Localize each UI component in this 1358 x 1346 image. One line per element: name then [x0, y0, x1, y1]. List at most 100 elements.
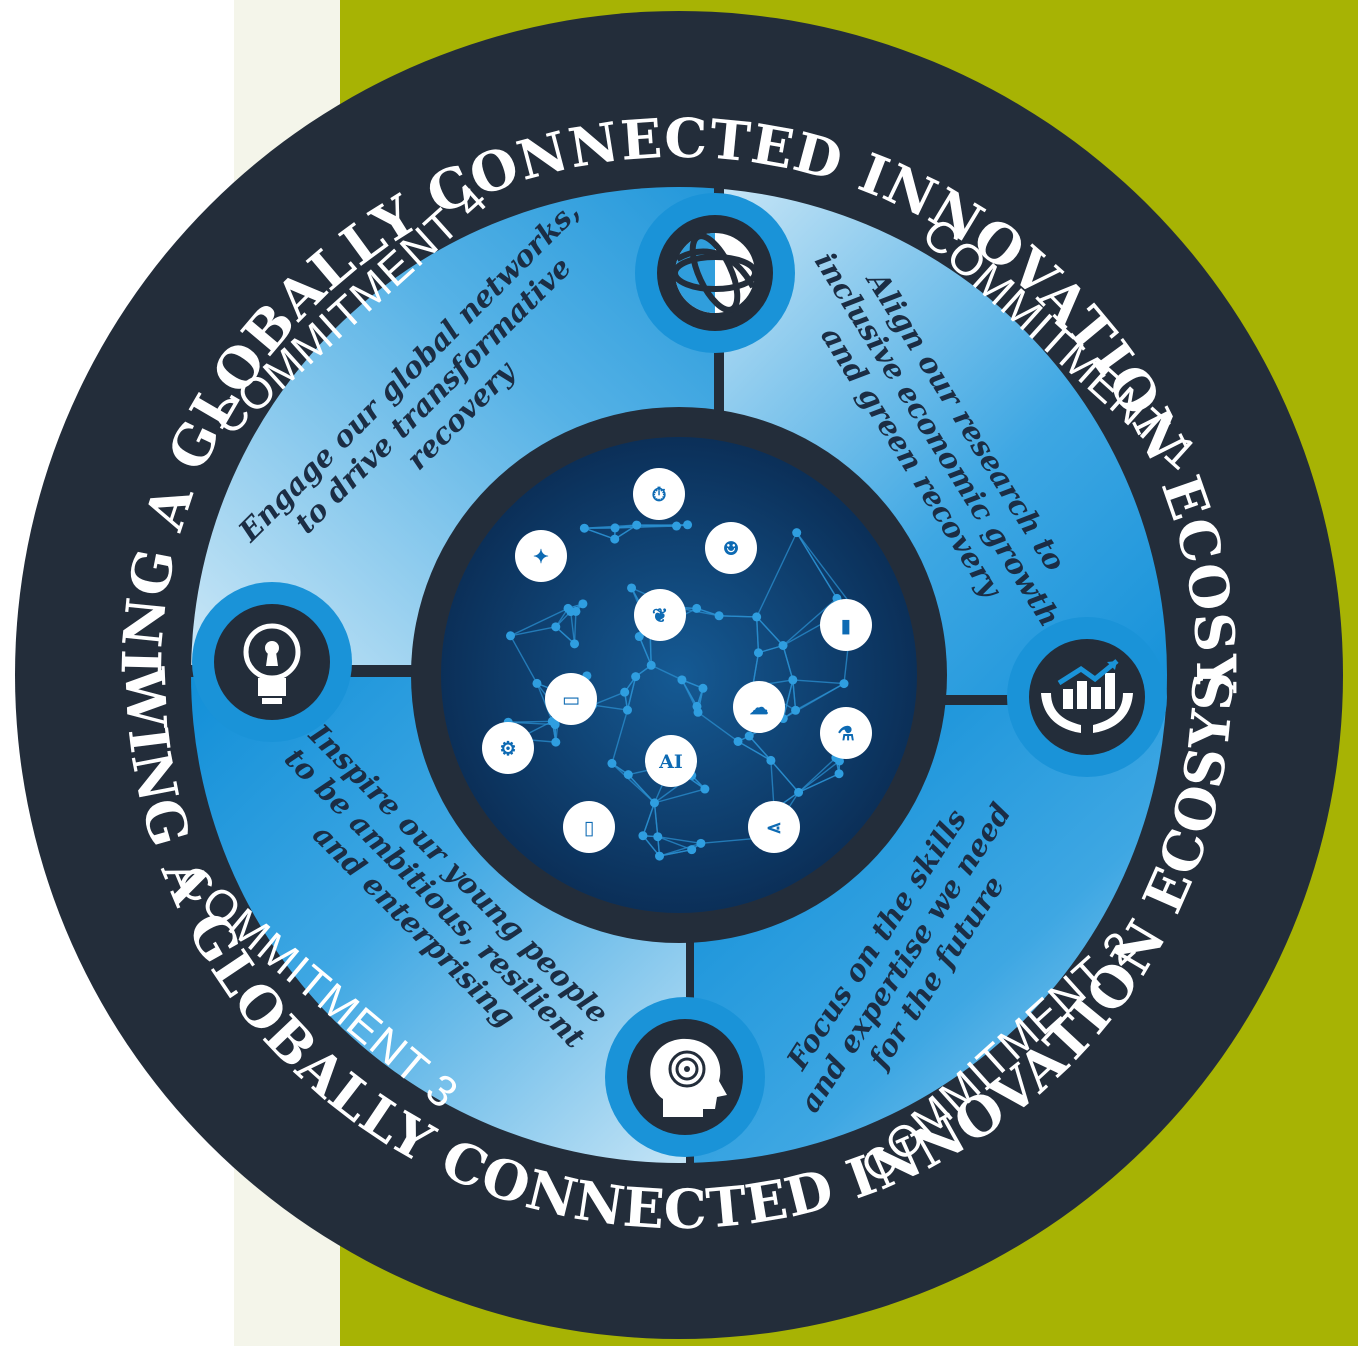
flask-icon: ⚗ [820, 707, 872, 759]
mesh-node [683, 520, 693, 530]
mesh-link [611, 762, 655, 804]
mesh-link [792, 679, 845, 685]
monitor-icon: ▭ [545, 673, 597, 725]
mesh-node [744, 731, 754, 741]
mesh-node [672, 521, 682, 531]
mesh-node [834, 756, 844, 766]
mesh-link [782, 597, 838, 647]
mesh-link [569, 611, 576, 644]
mesh-link [782, 679, 794, 719]
mesh-node [532, 678, 542, 688]
mesh-link [592, 691, 625, 706]
mesh-link [792, 679, 797, 711]
ai-icon: AI [645, 735, 697, 787]
cloud-upload-icon: ☁ [733, 681, 785, 733]
mesh-node [788, 675, 798, 685]
mesh-link [654, 788, 706, 804]
node-badge [634, 589, 686, 641]
mesh-link [636, 524, 677, 527]
node-badge [645, 735, 697, 787]
mesh-node [687, 845, 697, 855]
node-glyph: ⋖ [766, 817, 782, 839]
mesh-node [627, 583, 637, 593]
mesh-node [753, 648, 763, 658]
node-badge [545, 673, 597, 725]
mesh-link [798, 757, 837, 793]
mesh-link [611, 709, 629, 764]
mesh-node [700, 784, 710, 794]
node-badge [820, 707, 872, 759]
people-icon: ☻ [705, 522, 757, 574]
mesh-node [655, 851, 665, 861]
mesh-node [563, 603, 573, 613]
mesh-link [782, 645, 794, 681]
network-mesh: ⏱ ☻ ✦ ❦ ▮ ▭ ☁ ⚗ ⚙ AI ▯ ⋖ [482, 468, 872, 861]
head-maze-icon [605, 997, 765, 1157]
mesh-node [792, 528, 802, 538]
mesh-link [770, 759, 800, 793]
mesh-link [536, 683, 553, 722]
growth-chart-hands-icon [1007, 617, 1167, 777]
mesh-link [510, 626, 556, 637]
mesh-link [796, 532, 838, 599]
node-badge [748, 801, 800, 853]
mesh-link [737, 740, 772, 761]
mesh-node [698, 683, 708, 693]
mesh-node [752, 612, 762, 622]
mesh-link [697, 711, 739, 743]
node-glyph: ▮ [841, 615, 851, 637]
mesh-link [653, 802, 659, 837]
mesh-node [646, 660, 656, 670]
mesh-node [692, 603, 702, 613]
mesh-link [798, 773, 840, 793]
node-badge [563, 801, 615, 853]
globe-icon [635, 193, 795, 353]
mesh-node [607, 758, 617, 768]
mesh-node [551, 737, 561, 747]
mesh-link [650, 664, 683, 681]
mesh-link [659, 842, 702, 857]
node-glyph: ☻ [722, 538, 739, 560]
node-badge [705, 522, 757, 574]
mesh-node [766, 755, 776, 765]
mesh-link [510, 607, 569, 637]
mesh-node [649, 798, 659, 808]
mesh-node [794, 787, 804, 797]
node-glyph: ✦ [533, 546, 549, 568]
mesh-node [610, 534, 620, 544]
mesh-link [756, 532, 798, 618]
node-glyph: ▯ [584, 817, 594, 839]
mesh-node [677, 675, 687, 685]
mesh-link [573, 611, 577, 644]
mesh-node [696, 838, 706, 848]
node-glyph: ❦ [652, 605, 668, 627]
phone-signal-icon: ▯ [563, 801, 615, 853]
gear-icon: ⚙ [482, 722, 534, 774]
mesh-link [626, 676, 637, 711]
mesh-link [752, 652, 760, 687]
node-badge [733, 681, 785, 733]
node-glyph: ⚙ [499, 738, 516, 760]
mesh-link [756, 616, 784, 646]
mesh-node [632, 520, 642, 530]
mesh-node [653, 832, 663, 842]
mesh-link [642, 802, 656, 836]
node-text: AI [658, 751, 683, 773]
clock-icon: ⏱ [633, 468, 685, 520]
mesh-node [570, 639, 580, 649]
mesh-link [592, 704, 628, 711]
mesh-node [623, 770, 633, 780]
mesh-node [620, 687, 630, 697]
share-icon: ⋖ [748, 801, 800, 853]
mesh-link [755, 616, 760, 653]
mesh-link [584, 527, 615, 540]
mesh-node [714, 611, 724, 621]
mesh-link [798, 760, 840, 793]
mesh-node [631, 672, 641, 682]
mesh-node [778, 641, 788, 651]
mesh-node [578, 599, 588, 609]
lightbulb-icon: ✦ [515, 530, 567, 582]
mesh-node [622, 705, 632, 715]
mesh-link [796, 532, 854, 607]
